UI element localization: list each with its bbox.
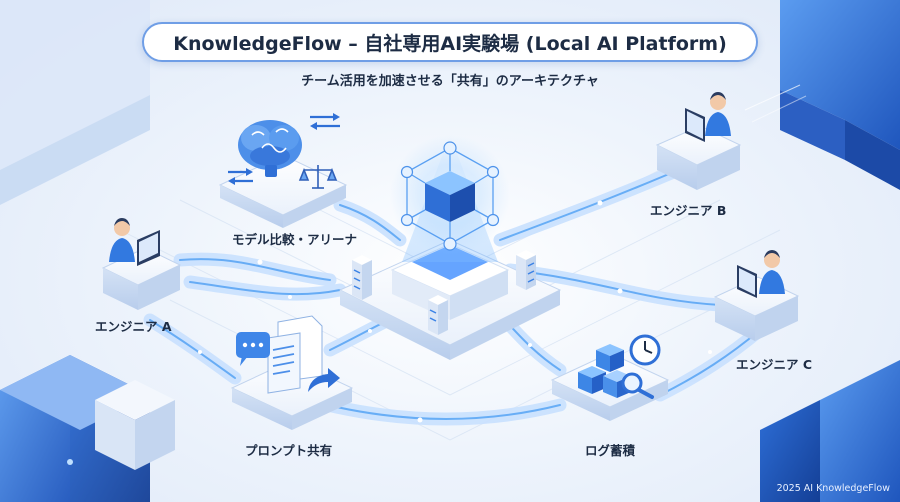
engineer-b-label: エンジニア B [650,203,727,218]
person-icon [705,92,731,136]
server-icon [428,295,448,335]
server-icon [352,255,372,300]
prompt-share-label: プロンプト共有 [245,443,333,458]
person-icon [109,218,135,262]
arrows-icon [228,113,340,185]
server-icon [516,250,536,290]
person-icon [759,250,785,294]
document-icon [267,315,323,394]
engineer-a-label: エンジニア A [95,319,172,334]
central-hub [338,135,562,360]
footer-credit: 2025 AI KnowledgeFlow [776,483,890,494]
engineer-a-desk [101,218,182,310]
engineer-c-desk [713,250,800,341]
monitor-icon [137,230,160,266]
page-subtitle: チーム活用を加速させる「共有」のアーキテクチャ [301,74,599,89]
clock-icon [629,334,661,366]
page-title: KnowledgeFlow – 自社専用AI実験場 (Local AI Plat… [173,32,727,55]
model-arena-label: モデル比較・アリーナ [232,232,358,247]
engineer-c-label: エンジニア C [736,357,813,372]
data-flow-connections [143,158,767,426]
share-arrow-icon [308,368,340,392]
stacked-boxes-icon [578,344,631,398]
brain-icon [238,120,302,177]
scale-icon [298,165,338,189]
hub-cube-icon [400,141,500,251]
chat-bubble-icon [236,332,270,366]
engineer-b-desk [655,92,742,190]
log-archive-label: ログ蓄積 [585,443,636,458]
log-archive-node [550,334,670,421]
title-banner: KnowledgeFlow – 自社専用AI実験場 (Local AI Plat… [142,22,758,62]
model-arena-node [218,113,348,228]
monitor-icon [737,265,757,298]
monitor-icon [685,108,705,142]
magnifier-icon [621,372,654,399]
prompt-share-node [230,315,354,430]
